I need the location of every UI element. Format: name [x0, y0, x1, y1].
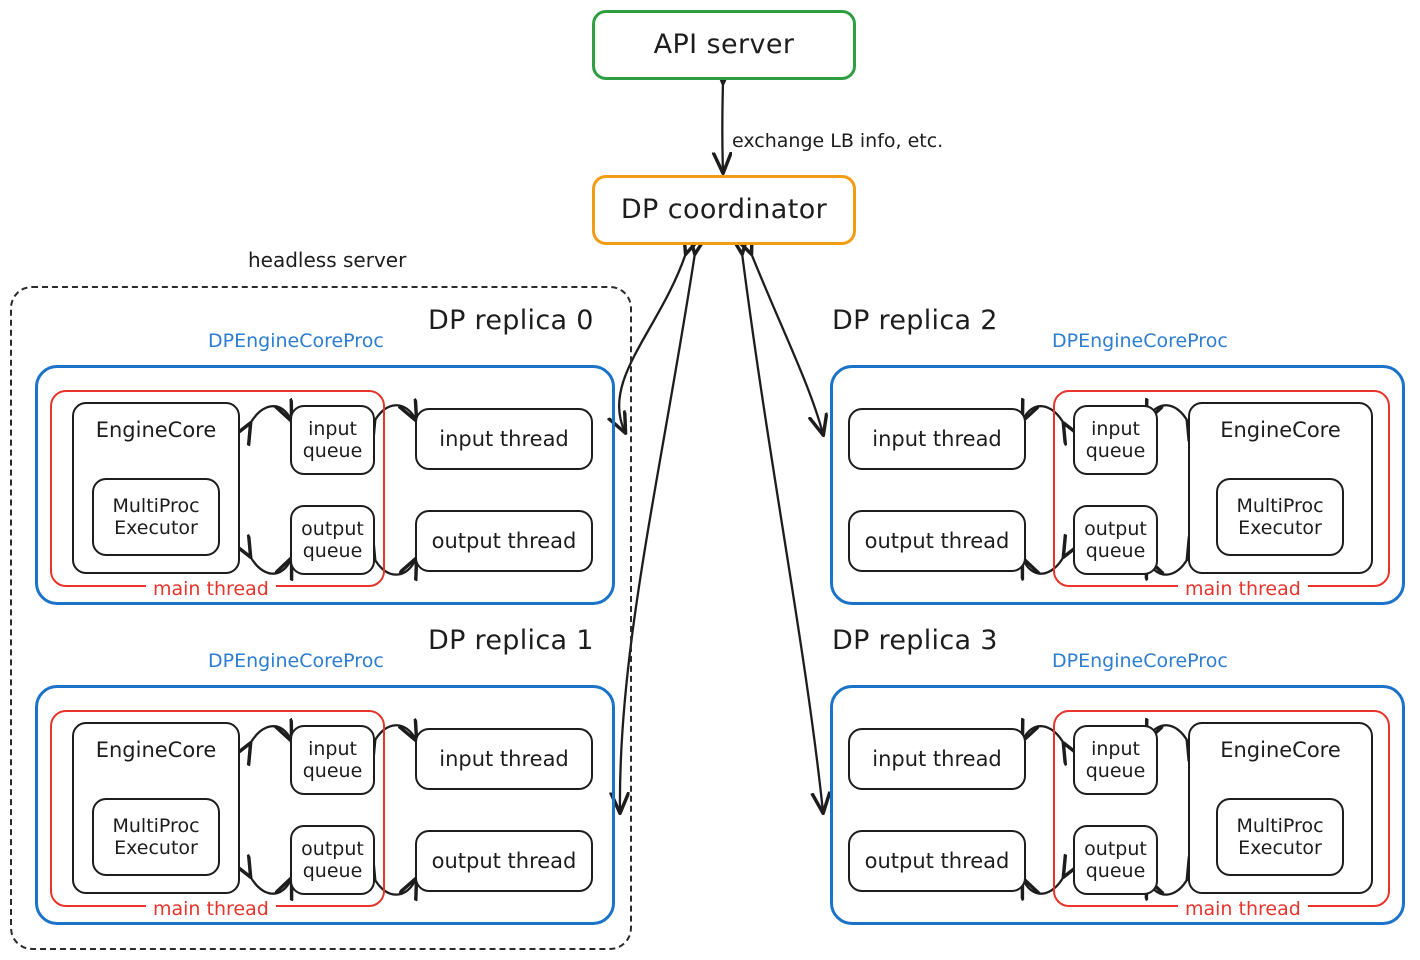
output-queue-line1: output	[301, 837, 364, 860]
output-thread-label: output thread	[864, 848, 1010, 873]
input-thread-label: input thread	[872, 426, 1002, 451]
multiproc-executor-line2: Executor	[114, 837, 198, 859]
dp-replica-3-title: DP replica 3	[832, 625, 998, 656]
multiproc-executor-line2: Executor	[1238, 517, 1322, 539]
dp-replica-3-multiproc-executor-box[interactable]: MultiProc Executor	[1216, 798, 1344, 876]
dp-replica-1-input-queue-box[interactable]: input queue	[290, 725, 375, 795]
output-thread-label: output thread	[431, 848, 577, 873]
multiproc-executor-line1: MultiProc	[1236, 494, 1324, 517]
input-thread-label: input thread	[439, 426, 569, 451]
output-queue-line2: queue	[1085, 540, 1146, 562]
dp-replica-3-output-queue-box[interactable]: output queue	[1073, 825, 1158, 895]
dp-replica-0-proc-label: DPEngineCoreProc	[208, 330, 384, 352]
multiproc-executor-line1: MultiProc	[112, 814, 200, 837]
dp-replica-2-output-queue-box[interactable]: output queue	[1073, 505, 1158, 575]
dp-replica-2-title: DP replica 2	[832, 305, 998, 336]
dp-replica-1-input-thread-box[interactable]: input thread	[415, 728, 593, 790]
exchange-lb-info-label: exchange LB info, etc.	[732, 130, 944, 152]
multiproc-executor-line2: Executor	[114, 517, 198, 539]
dp-coordinator-label: DP coordinator	[620, 194, 828, 226]
dp-replica-0-input-queue-box[interactable]: input queue	[290, 405, 375, 475]
multiproc-executor-line1: MultiProc	[112, 494, 200, 517]
dp-replica-2-input-queue-box[interactable]: input queue	[1073, 405, 1158, 475]
input-queue-line2: queue	[302, 760, 363, 782]
input-queue-line1: input	[308, 417, 357, 440]
dp-replica-0-input-thread-box[interactable]: input thread	[415, 408, 593, 470]
edge-coordinator-replica2	[751, 253, 823, 434]
enginecore-label: EngineCore	[1220, 418, 1341, 442]
dp-replica-1-output-thread-box[interactable]: output thread	[415, 830, 593, 892]
dp-replica-1-main-thread-label: main thread	[146, 898, 276, 920]
output-queue-line2: queue	[1085, 860, 1146, 882]
output-queue-line2: queue	[302, 860, 363, 882]
dp-replica-1-output-queue-box[interactable]: output queue	[290, 825, 375, 895]
multiproc-executor-line2: Executor	[1238, 837, 1322, 859]
output-queue-line1: output	[301, 517, 364, 540]
headless-server-label: headless server	[248, 248, 407, 272]
dp-replica-3-main-thread-label: main thread	[1178, 898, 1308, 920]
headless-server-boundary	[10, 286, 632, 950]
input-queue-line1: input	[1091, 737, 1140, 760]
dp-replica-1-proc-label: DPEngineCoreProc	[208, 650, 384, 672]
dp-replica-1-multiproc-executor-box[interactable]: MultiProc Executor	[92, 798, 220, 876]
input-thread-label: input thread	[439, 746, 569, 771]
dp-replica-1-title: DP replica 1	[428, 625, 594, 656]
output-queue-line2: queue	[302, 540, 363, 562]
dp-coordinator-node[interactable]: DP coordinator	[592, 175, 856, 245]
input-queue-line2: queue	[302, 440, 363, 462]
dp-replica-0-main-thread-label: main thread	[146, 578, 276, 600]
dp-replica-0-multiproc-executor-box[interactable]: MultiProc Executor	[92, 478, 220, 556]
enginecore-label: EngineCore	[95, 418, 217, 442]
edge-api-coordinator	[722, 82, 723, 172]
dp-replica-3-proc-box	[830, 685, 1405, 925]
api-server-node[interactable]: API server	[592, 10, 856, 80]
output-queue-line1: output	[1084, 837, 1147, 860]
dp-replica-2-main-thread-label: main thread	[1178, 578, 1308, 600]
dp-replica-2-proc-label: DPEngineCoreProc	[1052, 330, 1228, 352]
enginecore-label: EngineCore	[1220, 738, 1341, 762]
input-queue-line1: input	[308, 737, 357, 760]
multiproc-executor-line1: MultiProc	[1236, 814, 1324, 837]
enginecore-label: EngineCore	[95, 738, 217, 762]
dp-replica-0-output-queue-box[interactable]: output queue	[290, 505, 375, 575]
input-queue-line1: input	[1091, 417, 1140, 440]
input-thread-label: input thread	[872, 746, 1002, 771]
output-thread-label: output thread	[864, 528, 1010, 553]
dp-replica-3-input-queue-box[interactable]: input queue	[1073, 725, 1158, 795]
dp-replica-1-proc-box	[35, 685, 615, 925]
dp-replica-2-input-thread-box[interactable]: input thread	[848, 408, 1026, 470]
dp-replica-3-output-thread-box[interactable]: output thread	[848, 830, 1026, 892]
dp-replica-3-proc-label: DPEngineCoreProc	[1052, 650, 1228, 672]
dp-replica-0-proc-box	[35, 365, 615, 605]
dp-replica-3-input-thread-box[interactable]: input thread	[848, 728, 1026, 790]
edge-coordinator-replica3	[742, 253, 823, 812]
output-queue-line1: output	[1084, 517, 1147, 540]
input-queue-line2: queue	[1085, 760, 1146, 782]
dp-replica-2-proc-box	[830, 365, 1405, 605]
dp-replica-0-output-thread-box[interactable]: output thread	[415, 510, 593, 572]
api-server-label: API server	[653, 29, 795, 61]
output-thread-label: output thread	[431, 528, 577, 553]
dp-replica-2-multiproc-executor-box[interactable]: MultiProc Executor	[1216, 478, 1344, 556]
input-queue-line2: queue	[1085, 440, 1146, 462]
dp-replica-0-title: DP replica 0	[428, 305, 594, 336]
dp-replica-2-output-thread-box[interactable]: output thread	[848, 510, 1026, 572]
